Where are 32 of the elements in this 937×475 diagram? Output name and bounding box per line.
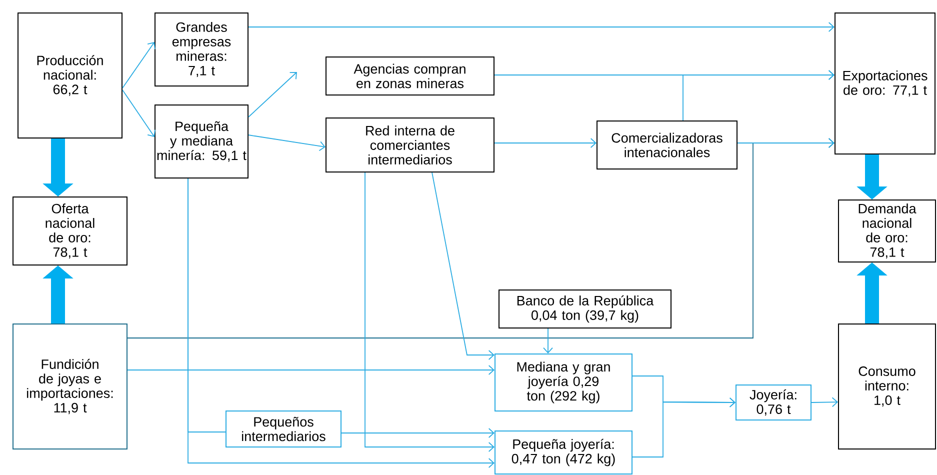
arrow — [632, 398, 736, 458]
arrow — [432, 172, 494, 360]
arrow — [248, 134, 326, 152]
flow-box: Agencias compran en zonas mineras — [326, 56, 494, 96]
flow-box: Consumo interno: 1,0 t — [838, 324, 936, 450]
flow-box: Pequeña y mediana minería: 59,1 t — [154, 104, 248, 178]
flow-box: Red interna de comerciantes intermediarios — [326, 118, 494, 172]
arrow — [127, 365, 494, 375]
arrow — [341, 428, 494, 438]
flow-box: Fundición de joyas e importaciones: 11,9 t — [12, 324, 128, 450]
flow-box: Pequeños intermediarios — [226, 410, 342, 448]
flow-box: Demanda nacional de oro: 78,1 t — [838, 200, 936, 262]
flow-box: Oferta nacional de oro: 78,1 t — [12, 196, 128, 266]
flow-box: Grandes empresas mineras: 7,1 t — [154, 12, 248, 86]
arrow — [248, 72, 297, 118]
flow-box: Comercializadoras intenacionales — [596, 120, 738, 170]
arrow — [682, 70, 834, 121]
arrow — [248, 22, 834, 32]
arrow — [543, 328, 553, 354]
flow-box: Mediana y gran joyería 0,29 ton (292 kg) — [494, 354, 632, 412]
arrow — [364, 172, 494, 452]
flow-box: Producción nacional: 66,2 t — [18, 12, 122, 138]
arrow — [737, 138, 834, 148]
flow-box: Exportaciones de oro: 77,1 t — [834, 12, 936, 154]
flow-box: Banco de la República 0,04 ton (39,7 kg) — [498, 290, 672, 328]
flow-box: Joyería: 0,76 t — [736, 384, 812, 420]
connector-line — [188, 178, 226, 432]
arrow — [122, 90, 156, 137]
arrow — [122, 42, 156, 88]
arrow — [811, 397, 838, 408]
arrow — [494, 138, 596, 148]
flow-box: Pequeña joyería: 0,47 ton (472 kg) — [494, 430, 632, 474]
